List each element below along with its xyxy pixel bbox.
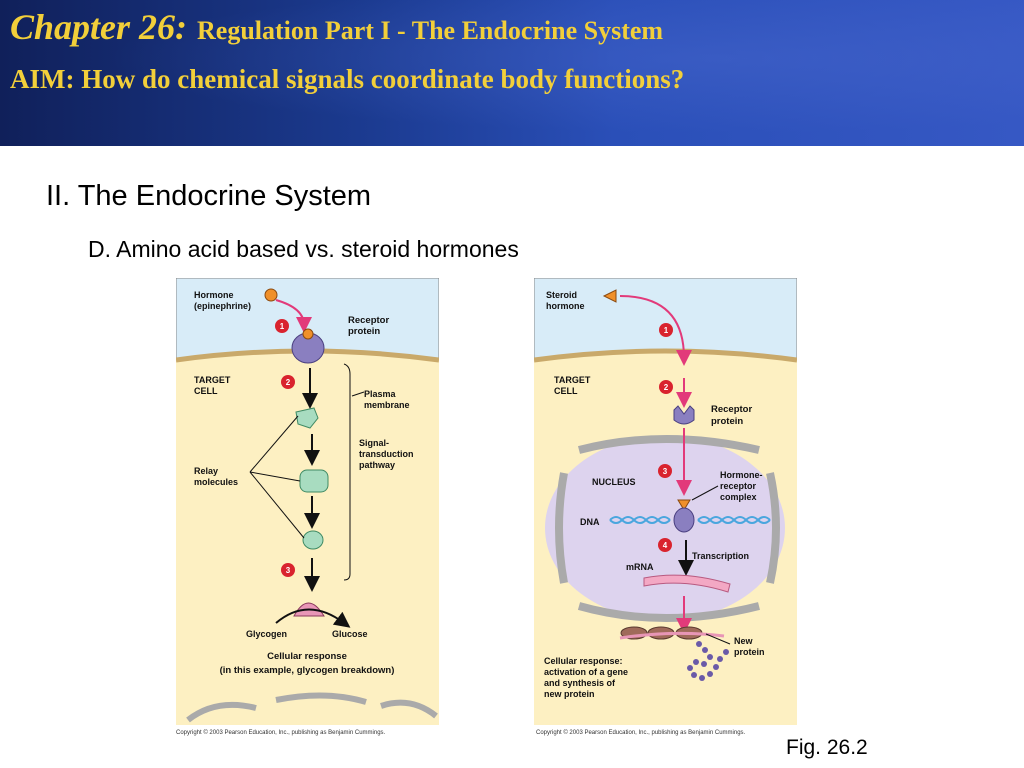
subsection-heading: D. Amino acid based vs. steroid hormones xyxy=(88,236,519,262)
glucose-label: Glucose xyxy=(332,629,368,639)
plasma-membrane-label: Plasma xyxy=(364,389,397,399)
section-heading: II. The Endocrine System xyxy=(46,180,372,212)
plasma-membrane xyxy=(534,348,797,363)
nucleus xyxy=(545,436,785,620)
signal-pathway-label: Signal- xyxy=(359,438,389,448)
copyright-left: Copyright © 2003 Pearson Education, Inc.… xyxy=(176,730,386,736)
transcription-label: Transcription xyxy=(692,551,749,561)
pointer-line xyxy=(705,633,731,645)
pointer-line xyxy=(249,471,301,482)
hormone-receptor-complex xyxy=(673,507,695,533)
complex-label: receptor xyxy=(720,481,757,491)
nuclear-envelope xyxy=(577,435,760,454)
membrane-arc xyxy=(275,692,367,705)
relay-molecules-label: molecules xyxy=(194,477,238,487)
chapter-title: Chapter 26: Regulation Part I - The Endo… xyxy=(10,6,663,48)
step-number: 2 xyxy=(664,383,669,392)
cellular-response-label: and synthesis of xyxy=(544,678,616,688)
steroid-label: Steroid xyxy=(546,290,577,300)
cellular-response-label: Cellular response: xyxy=(544,656,623,666)
bound-hormone xyxy=(302,328,314,340)
hormone-molecule xyxy=(264,288,278,302)
step-badge xyxy=(658,464,672,478)
membrane-arc xyxy=(186,701,257,723)
chapter-subtitle: Regulation Part I - The Endocrine System xyxy=(197,16,664,45)
mrna-label: mRNA xyxy=(626,562,654,572)
nuclear-envelope xyxy=(555,472,568,584)
step-number: 1 xyxy=(280,322,285,331)
chapter-number: Chapter 26: xyxy=(10,7,188,47)
dna-label: DNA xyxy=(580,517,600,527)
target-cell-label: TARGET xyxy=(194,375,231,385)
pointer-line xyxy=(249,471,305,539)
receptor-label: Receptor xyxy=(711,404,752,415)
nuclear-envelope xyxy=(766,472,780,584)
glycogen-label: Glycogen xyxy=(246,629,287,639)
step-number: 3 xyxy=(663,467,668,476)
new-protein-chain xyxy=(687,641,729,681)
dna-strand xyxy=(609,516,671,524)
step-badge xyxy=(275,319,289,333)
signal-pathway-label: transduction xyxy=(359,449,414,459)
cellular-response-label: activation of a gene xyxy=(544,667,628,677)
complex-label: Hormone- xyxy=(720,470,763,480)
nucleus-label: NUCLEUS xyxy=(592,477,636,487)
steroid-molecule xyxy=(602,289,617,303)
step-number: 4 xyxy=(663,541,668,550)
receptor-protein xyxy=(673,405,695,425)
pointer-line xyxy=(351,391,365,397)
target-cell-label: CELL xyxy=(554,386,578,396)
relay-molecule xyxy=(302,530,324,550)
step-badge xyxy=(658,538,672,552)
steroid-hormone-diagram: 1 2 3 4 Steroid hormone TARGET CELL Rece… xyxy=(534,278,797,725)
complex-label: complex xyxy=(720,492,757,502)
mrna-template xyxy=(619,631,725,640)
copyright-right: Copyright © 2003 Pearson Education, Inc.… xyxy=(536,730,746,736)
figure-number: Fig. 26.2 xyxy=(786,736,868,759)
steroid-label: hormone xyxy=(546,301,585,311)
signal-pathway-label: pathway xyxy=(359,460,395,470)
step-number: 3 xyxy=(286,566,291,575)
hormone-label: Hormone xyxy=(194,290,234,300)
new-protein-label: protein xyxy=(734,647,765,657)
step-badge xyxy=(659,323,673,337)
relay-molecule xyxy=(299,469,329,493)
target-cell-label: CELL xyxy=(194,386,218,396)
dna-strand xyxy=(609,516,671,524)
step-badge xyxy=(281,375,295,389)
step-number: 2 xyxy=(286,378,291,387)
receptor-label: protein xyxy=(711,416,743,427)
cellular-response-label: (in this example, glycogen breakdown) xyxy=(220,665,395,676)
pointer-line xyxy=(249,415,299,473)
bound-steroid xyxy=(677,499,691,511)
relay-molecule xyxy=(295,407,319,429)
mrna-strand xyxy=(643,574,731,593)
title-banner xyxy=(0,0,1024,146)
hormone-path-arrow xyxy=(619,295,692,366)
step-number: 1 xyxy=(664,326,669,335)
receptor-label: protein xyxy=(348,326,380,337)
relay-molecules-label: Relay xyxy=(194,466,218,476)
pointer-line xyxy=(691,485,719,501)
aim-statement: AIM: How do chemical signals coordinate … xyxy=(10,64,685,94)
amino-acid-hormone-diagram: 1 2 3 Hormone (epinephrine) Receptor pro… xyxy=(176,278,439,725)
title-banner-shade xyxy=(0,0,1024,146)
new-protein-label: New xyxy=(734,636,754,646)
step-badge xyxy=(281,563,295,577)
hormone-label: (epinephrine) xyxy=(194,301,251,311)
target-cell-label: TARGET xyxy=(554,375,591,385)
step-badge xyxy=(659,380,673,394)
nuclear-envelope xyxy=(577,602,760,622)
binding-arrow xyxy=(275,299,312,333)
cellular-response-label: Cellular response xyxy=(267,651,347,662)
cellular-response-label: new protein xyxy=(544,689,595,699)
plasma-membrane-label: membrane xyxy=(364,400,410,410)
receptor-label: Receptor xyxy=(348,315,389,326)
pathway-bracket xyxy=(343,363,351,581)
reaction-arrow xyxy=(275,608,351,628)
dna-strand xyxy=(697,516,771,524)
membrane-arc xyxy=(380,699,438,719)
